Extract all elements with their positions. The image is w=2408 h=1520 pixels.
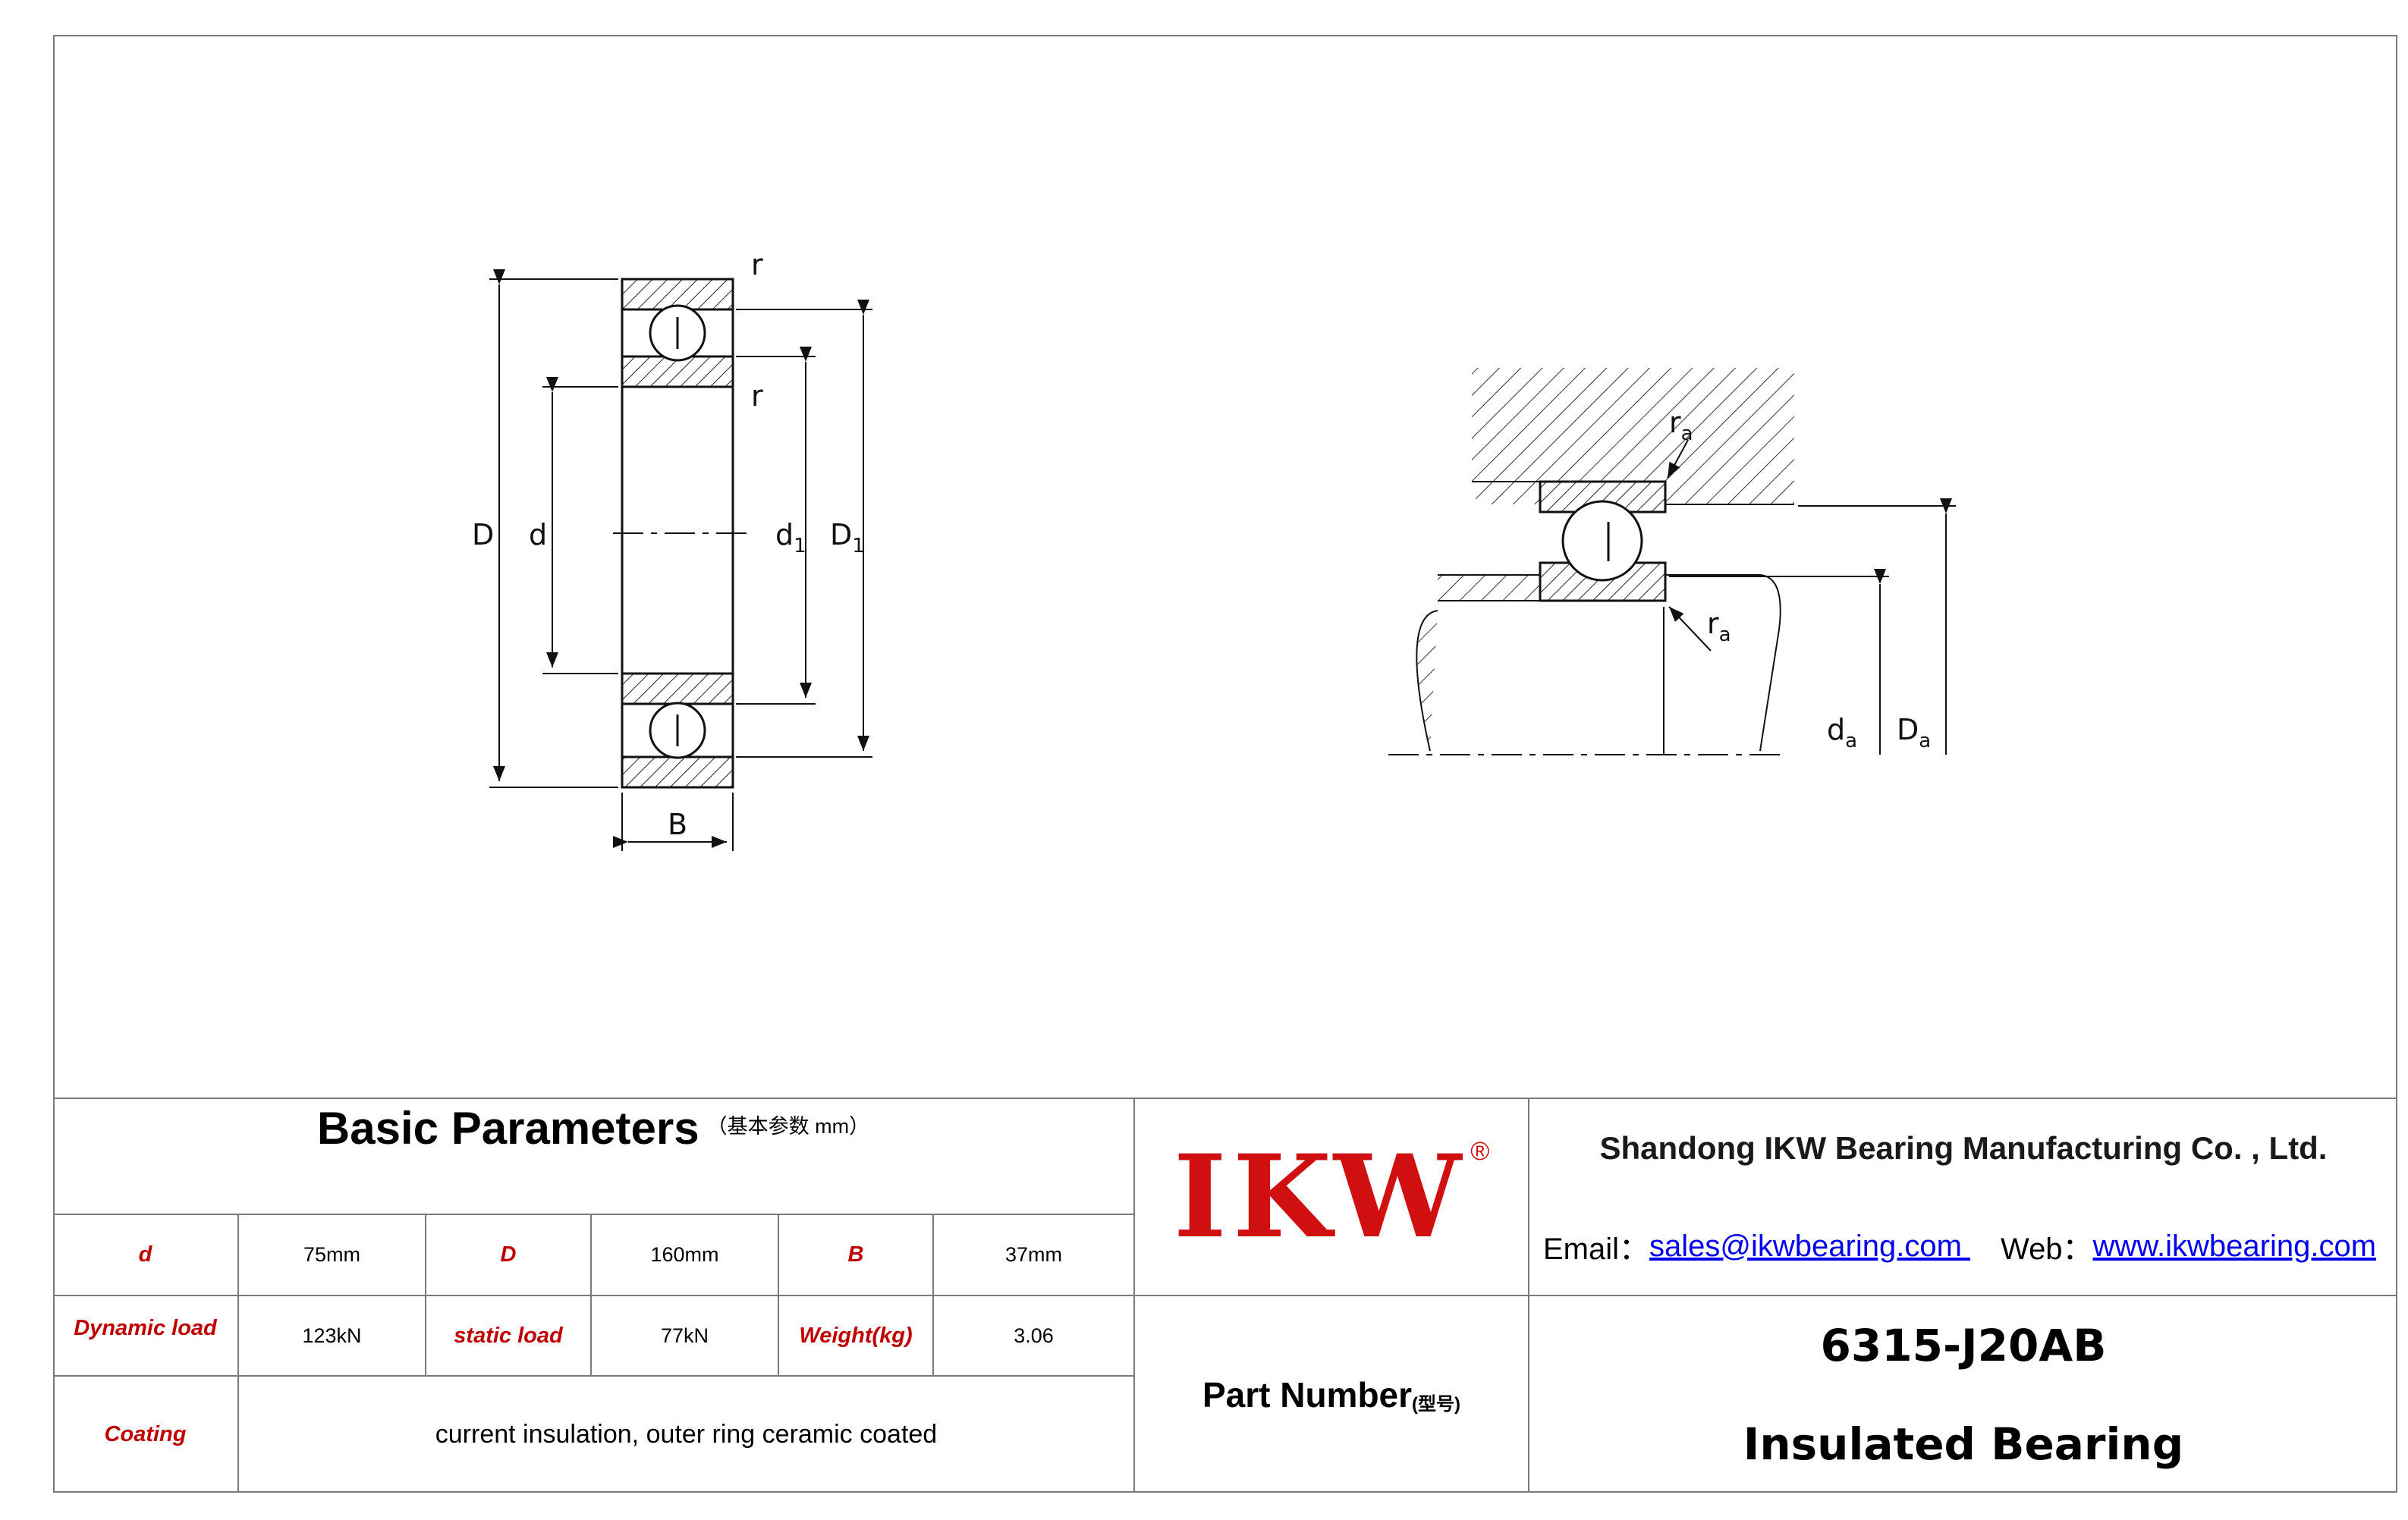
web-link[interactable]: www.ikwbearing.com <box>2092 1229 2377 1263</box>
value-dynamic-load: 123kN <box>302 1324 362 1347</box>
right-row-line <box>1134 1295 2397 1296</box>
label-d-param: d <box>138 1242 152 1267</box>
label-B-param: B <box>847 1242 864 1267</box>
ikw-logo: IKW® <box>1135 1099 1528 1295</box>
basic-parameters-title: Basic Parameters <box>316 1103 699 1154</box>
value-weight: 3.06 <box>1014 1324 1054 1347</box>
params-row-line-1 <box>53 1214 1134 1215</box>
label-D1: D1 <box>830 518 865 557</box>
label-static-load: static load <box>454 1323 563 1348</box>
drawing-sheet <box>53 35 2397 1493</box>
contact-line: Email： sales@ikwbearing.com Web： www.ikw… <box>1529 1198 2397 1295</box>
divider-logo-company <box>1528 1098 1529 1493</box>
web-label: Web： <box>2001 1233 2093 1266</box>
value-B-param: 37mm <box>1004 1243 1062 1266</box>
email-link[interactable]: sales@ikwbearing.com <box>1649 1229 1971 1263</box>
value-coating: current insulation, outer ring ceramic c… <box>435 1420 938 1449</box>
label-ra-top: ra <box>1669 406 1693 445</box>
label-da: da <box>1827 713 1857 752</box>
model-number: 6315-J20AB <box>1820 1320 2107 1371</box>
basic-parameters-subtitle: （基本参数 mm） <box>706 1115 870 1138</box>
label-B: B <box>668 808 687 841</box>
label-D-param: D <box>500 1242 517 1267</box>
label-ra-bottom: ra <box>1707 607 1731 646</box>
label-r-top: r <box>751 248 763 281</box>
label-d1: d1 <box>775 518 806 557</box>
logo-text: IKW <box>1173 1130 1468 1264</box>
company-name: Shandong IKW Bearing Manufacturing Co. ,… <box>1599 1130 2328 1166</box>
params-col-3 <box>590 1214 592 1375</box>
bearing-type: Insulated Bearing <box>1743 1418 2184 1470</box>
params-col-5 <box>932 1214 934 1375</box>
value-static-load: 77kN <box>660 1324 709 1347</box>
part-number-label: Part Number <box>1202 1374 1413 1415</box>
params-row-line-3 <box>53 1375 1134 1377</box>
bearing-cross-section <box>489 269 872 851</box>
title-block-top-line <box>53 1098 2397 1099</box>
label-dynamic-load: Dynamic load <box>74 1315 217 1340</box>
divider-params-logo <box>1133 1098 1135 1493</box>
params-col-4 <box>778 1214 779 1375</box>
registered-mark: ® <box>1470 1136 1490 1166</box>
value-D-param: 160mm <box>650 1243 719 1266</box>
params-col-2 <box>425 1214 426 1375</box>
label-D: D <box>472 518 494 551</box>
basic-parameters-header: Basic Parameters （基本参数 mm） <box>53 1099 1133 1214</box>
label-r-mid: r <box>751 379 763 413</box>
email-label: Email： <box>1543 1233 1650 1266</box>
label-weight: Weight(kg) <box>799 1323 913 1348</box>
bearing-mounting <box>1388 368 1956 755</box>
params-col-1 <box>237 1214 239 1493</box>
label-coating: Coating <box>104 1422 187 1446</box>
part-number-sublabel: (型号) <box>1412 1394 1461 1415</box>
params-row-line-2 <box>53 1295 1134 1296</box>
part-number-label-cell: Part Number(型号) <box>1135 1296 1528 1493</box>
value-d-param: 75mm <box>303 1243 360 1266</box>
label-Da: Da <box>1897 713 1931 752</box>
label-d: d <box>529 518 547 551</box>
